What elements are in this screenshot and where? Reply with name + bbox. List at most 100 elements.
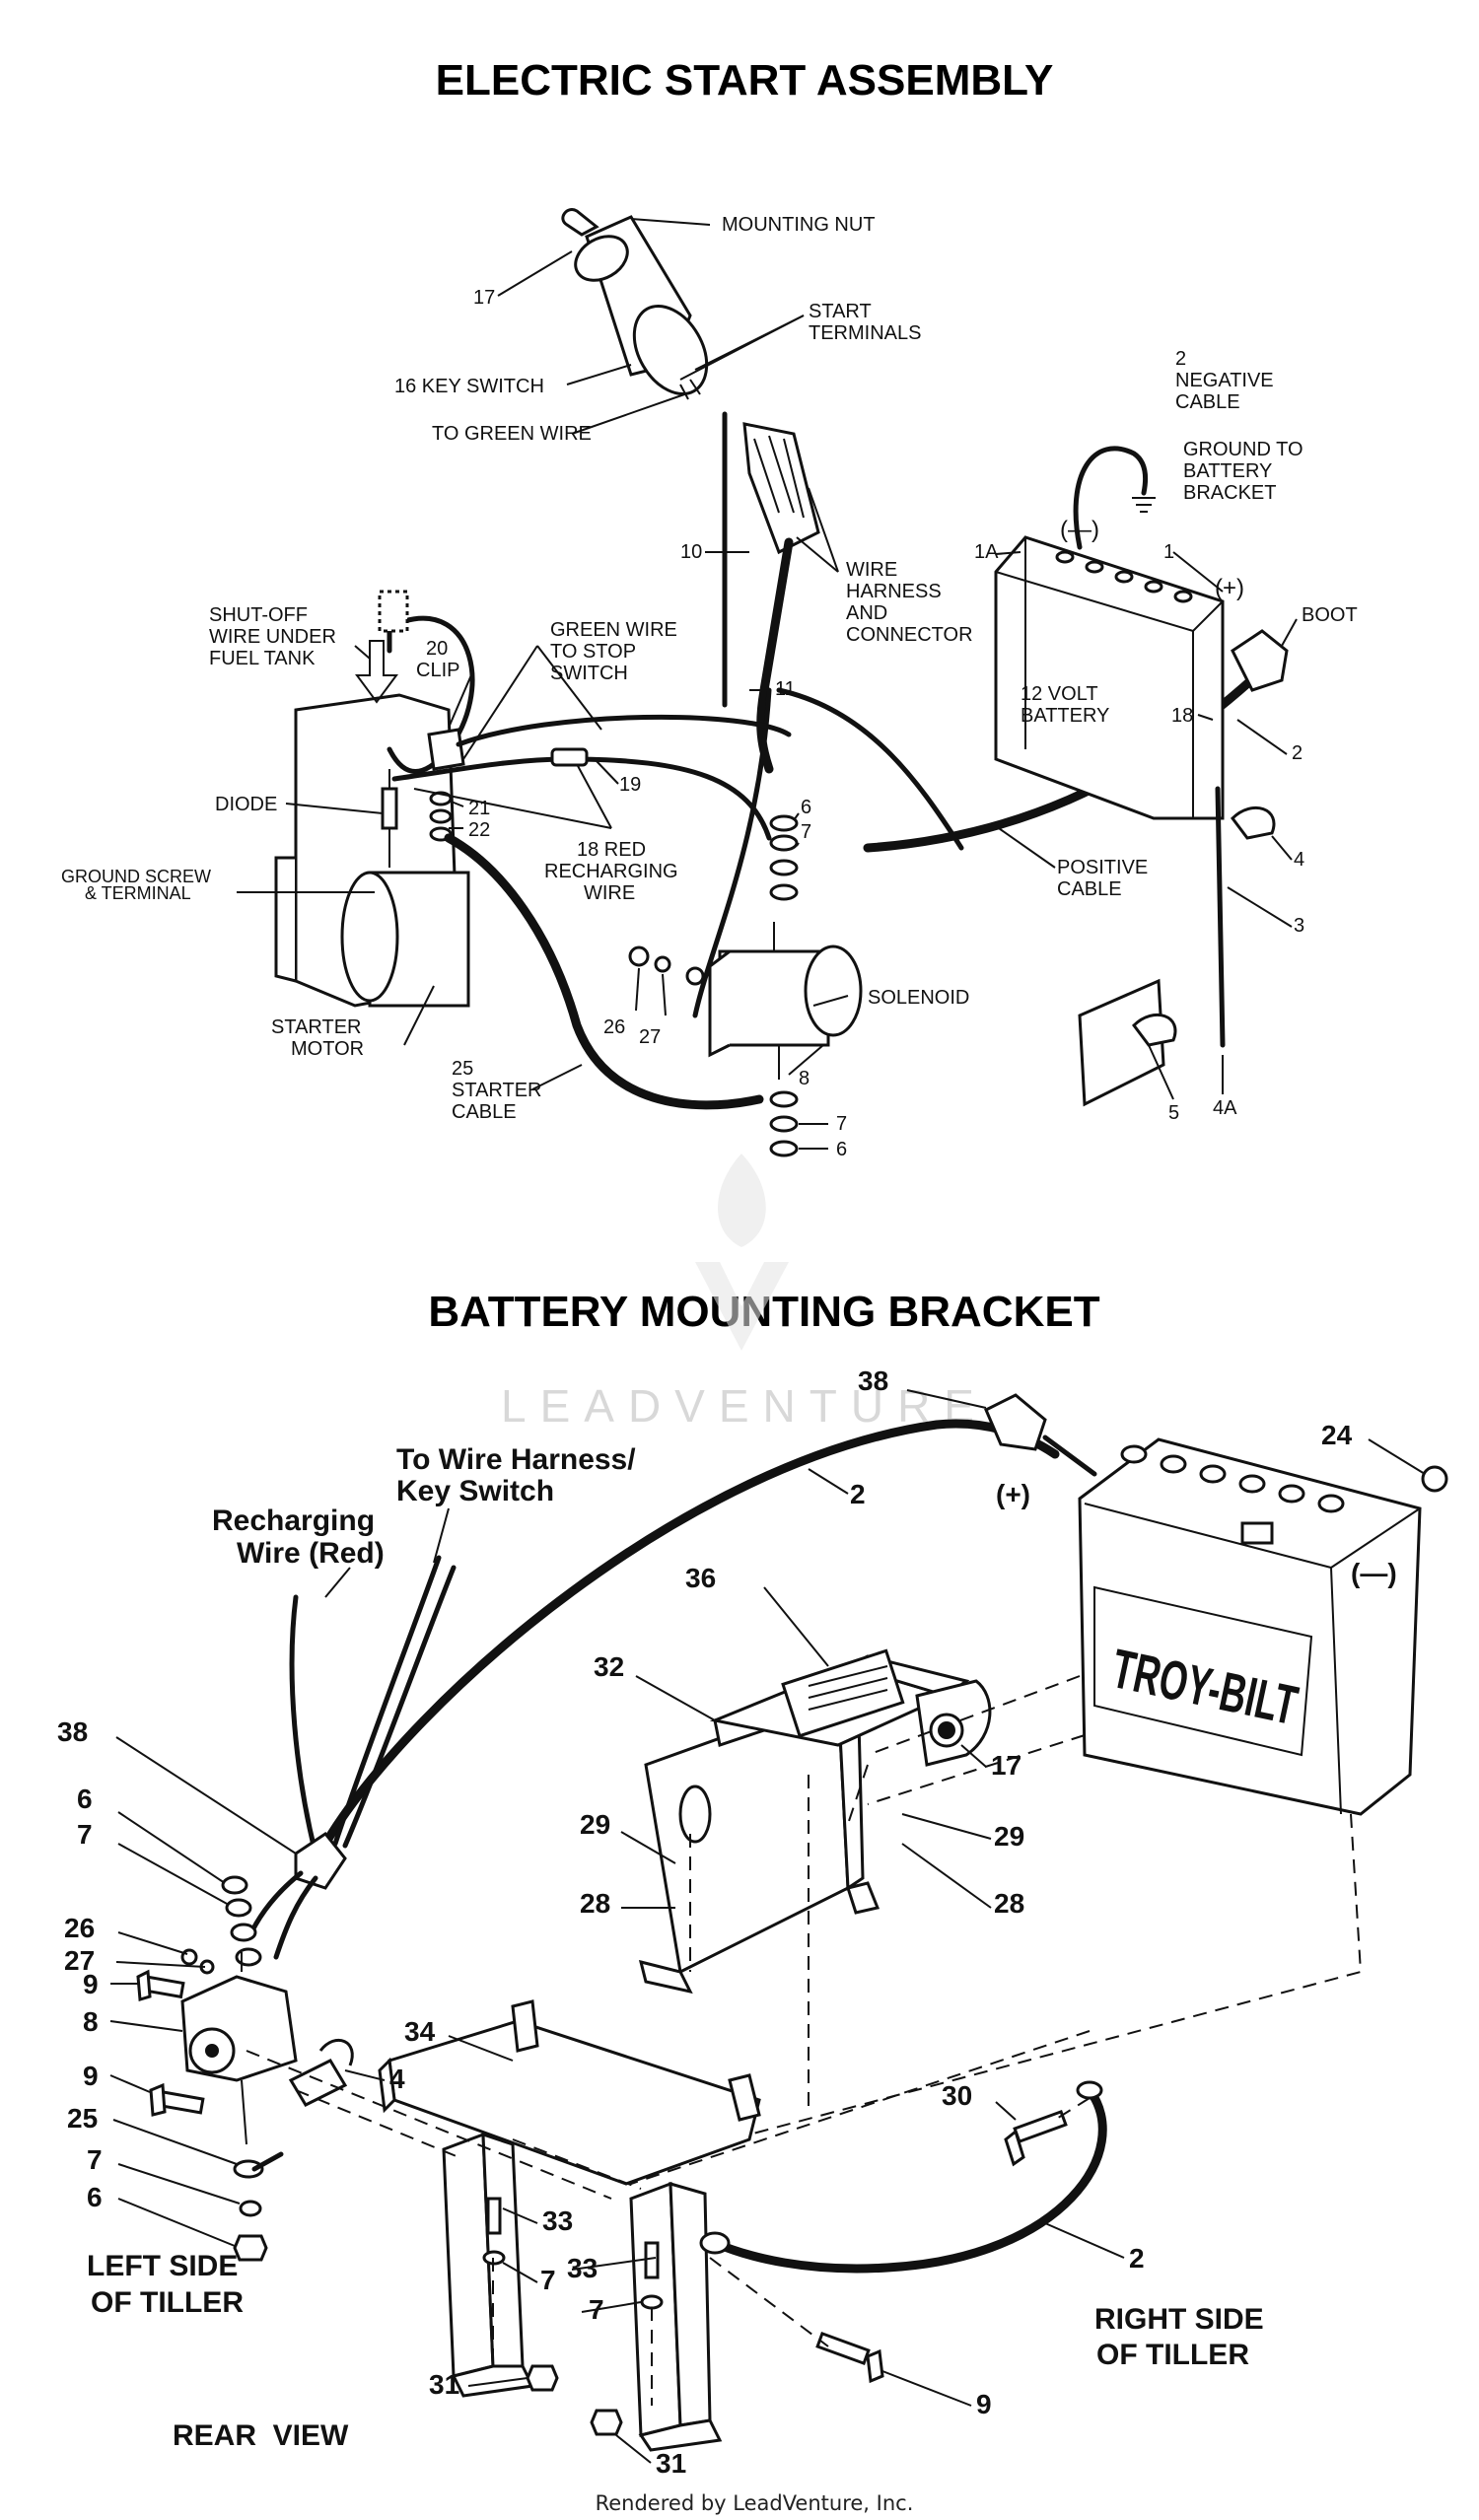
- label-10: 10: [680, 541, 702, 563]
- label-recharge-2: Wire (Red): [237, 1537, 385, 1570]
- leg-hardware: [482, 2197, 664, 2436]
- bracket-36: [709, 1648, 992, 1767]
- key-switch: [561, 208, 709, 400]
- label-24: 24: [1321, 1420, 1353, 1450]
- label-green-3: SWITCH: [550, 663, 628, 684]
- label-starter-2: MOTOR: [291, 1038, 364, 1060]
- terminal-washers: [429, 791, 453, 842]
- label-1a: 1A: [974, 541, 999, 563]
- top-labels: MOUNTING NUT 17 START TERMINALS 16 KEY S…: [61, 214, 1358, 1160]
- label-8-bottom: 8: [83, 2006, 99, 2037]
- label-shutoff-1: SHUT-OFF: [209, 604, 308, 626]
- label-right-side-2: OF TILLER: [1096, 2339, 1249, 2371]
- label-cable25-1: 25: [452, 1058, 473, 1080]
- bracket-battery: TROY-BILT: [1078, 1437, 1422, 1816]
- label-1: 1: [1163, 541, 1174, 563]
- watermark-text: LEADVENTURE: [501, 1380, 988, 1432]
- base-plate-34: [378, 1999, 761, 2186]
- label-2-low: 2: [1129, 2243, 1145, 2274]
- label-9-a: 9: [83, 1969, 99, 1999]
- solenoid-washers-bottom: [769, 1090, 799, 1157]
- solenoid-8: [180, 1952, 298, 2145]
- label-33-b: 33: [567, 2253, 598, 2283]
- leg-left: [442, 2132, 535, 2398]
- label-neg-3: CABLE: [1175, 391, 1240, 413]
- clamp-4-bottom: [288, 2038, 354, 2107]
- label-harness-1: WIRE: [846, 559, 897, 581]
- label-neg-2: NEGATIVE: [1175, 370, 1274, 391]
- label-red-3: WIRE: [584, 882, 635, 904]
- label-starter-1: STARTER: [271, 1016, 362, 1038]
- watermark-logo: [695, 1154, 789, 1351]
- label-harness-3: AND: [846, 602, 887, 624]
- rod-3: [1215, 786, 1226, 1048]
- boot-38-left: [294, 1831, 347, 1890]
- label-red-1: 18 RED: [577, 839, 646, 861]
- shutoff-connector: [378, 590, 409, 633]
- label-left-side-2: OF TILLER: [91, 2286, 244, 2319]
- label-diode: DIODE: [215, 794, 277, 815]
- top-leaders: [237, 218, 1298, 1150]
- assembly-lines: [246, 1675, 1363, 2406]
- label-11: 11: [775, 678, 796, 700]
- label-2: 2: [1292, 742, 1303, 764]
- footer-credit: Rendered by LeadVenture, Inc.: [596, 2491, 914, 2515]
- label-7-mid-a: 7: [540, 2265, 556, 2295]
- label-8: 8: [799, 1068, 810, 1089]
- bottom-labels: 38 24 To Wire Harness/ Key Switch 2 (+) …: [57, 1365, 1397, 2479]
- label-ground-1: GROUND TO: [1183, 439, 1303, 460]
- starter-cable: [444, 833, 764, 1110]
- label-plus-bottom: (+): [996, 1479, 1030, 1509]
- bolt-9-c: [815, 2331, 884, 2384]
- label-cable25-3: CABLE: [452, 1101, 517, 1123]
- label-boot: BOOT: [1302, 604, 1358, 626]
- label-left-side-1: LEFT SIDE: [87, 2250, 238, 2282]
- label-9-b: 9: [83, 2061, 99, 2091]
- battery-bracket-diagram: TROY-BILT: [57, 1365, 1448, 2479]
- label-19: 19: [619, 774, 641, 796]
- label-26: 26: [603, 1016, 625, 1038]
- label-clip-2: CLIP: [416, 660, 459, 681]
- label-6a: 6: [801, 797, 811, 818]
- bottom-leaders: [109, 1389, 1426, 2464]
- label-7b: 7: [836, 1113, 847, 1135]
- label-shutoff-3: FUEL TANK: [209, 648, 316, 669]
- label-plus: (+): [1215, 575, 1244, 601]
- label-30: 30: [942, 2080, 972, 2111]
- harness-wire-b: [342, 1565, 457, 1849]
- label-26-bottom: 26: [64, 1913, 95, 1943]
- label-17: 17: [473, 287, 495, 309]
- label-29-right: 29: [994, 1821, 1024, 1852]
- label-pos-1: POSITIVE: [1057, 857, 1148, 878]
- label-36: 36: [685, 1563, 716, 1593]
- label-21: 21: [468, 798, 490, 819]
- label-4: 4: [1294, 849, 1304, 871]
- battery-post-wire: [1042, 1435, 1097, 1477]
- bundle-to-terminal: [248, 1870, 318, 1960]
- label-mounting-nut: MOUNTING NUT: [722, 214, 876, 236]
- arrow-down: [355, 640, 398, 704]
- label-7-left: 7: [77, 1819, 93, 1850]
- diode: [381, 769, 398, 868]
- label-38-left: 38: [57, 1716, 88, 1747]
- wire-harness: [692, 411, 964, 1018]
- label-to-harness-2: Key Switch: [396, 1475, 554, 1507]
- label-34: 34: [404, 2016, 436, 2047]
- label-25: 25: [67, 2103, 98, 2134]
- bolt-9-b: [149, 2082, 205, 2117]
- label-solenoid: SOLENOID: [868, 987, 969, 1009]
- label-27: 27: [639, 1026, 661, 1048]
- label-4-bottom: 4: [389, 2064, 405, 2094]
- label-18: 18: [1171, 705, 1193, 727]
- label-6-low: 6: [87, 2182, 103, 2212]
- label-clip-1: 20: [426, 638, 448, 660]
- ground-cable-2: [710, 2085, 1107, 2274]
- nut-26-27: [628, 945, 705, 986]
- label-right-side-1: RIGHT SIDE: [1094, 2303, 1264, 2336]
- label-28-left: 28: [580, 1888, 610, 1919]
- green-wire: [456, 714, 792, 747]
- label-to-green-wire: TO GREEN WIRE: [432, 423, 592, 445]
- label-ground-3: BRACKET: [1183, 482, 1276, 504]
- bolt-30: [1004, 2109, 1068, 2167]
